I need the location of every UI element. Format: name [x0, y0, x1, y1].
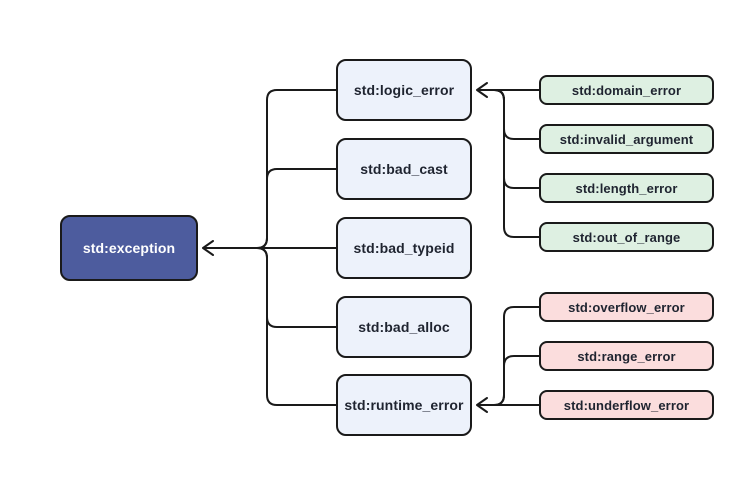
edge-bad-alloc-to-exception: [204, 247, 337, 328]
edge-range-error-to-runtime-error: [478, 355, 540, 406]
edge-runtime-error-to-exception: [204, 247, 337, 406]
node-std-length-error: std:length_error: [539, 173, 714, 203]
node-std-logic-error: std:logic_error: [336, 59, 472, 121]
node-std-overflow-error: std:overflow_error: [539, 292, 714, 322]
edge-invalid-argument-to-logic-error: [478, 89, 540, 140]
node-std-runtime-error: std:runtime_error: [336, 374, 472, 436]
edge-out-of-range-to-logic-error: [478, 89, 540, 238]
node-std-domain-error: std:domain_error: [539, 75, 714, 105]
arrowhead-logic-error: [476, 82, 488, 98]
edge-bad-cast-to-exception: [204, 168, 337, 249]
arrowhead-runtime-error: [476, 397, 488, 413]
node-std-bad-alloc: std:bad_alloc: [336, 296, 472, 358]
node-std-invalid-argument: std:invalid_argument: [539, 124, 714, 154]
node-std-bad-typeid: std:bad_typeid: [336, 217, 472, 279]
node-std-range-error: std:range_error: [539, 341, 714, 371]
arrowhead-exception: [202, 240, 214, 256]
node-std-exception: std:exception: [60, 215, 198, 281]
node-std-underflow-error: std:underflow_error: [539, 390, 714, 420]
node-std-bad-cast: std:bad_cast: [336, 138, 472, 200]
node-std-out-of-range: std:out_of_range: [539, 222, 714, 252]
